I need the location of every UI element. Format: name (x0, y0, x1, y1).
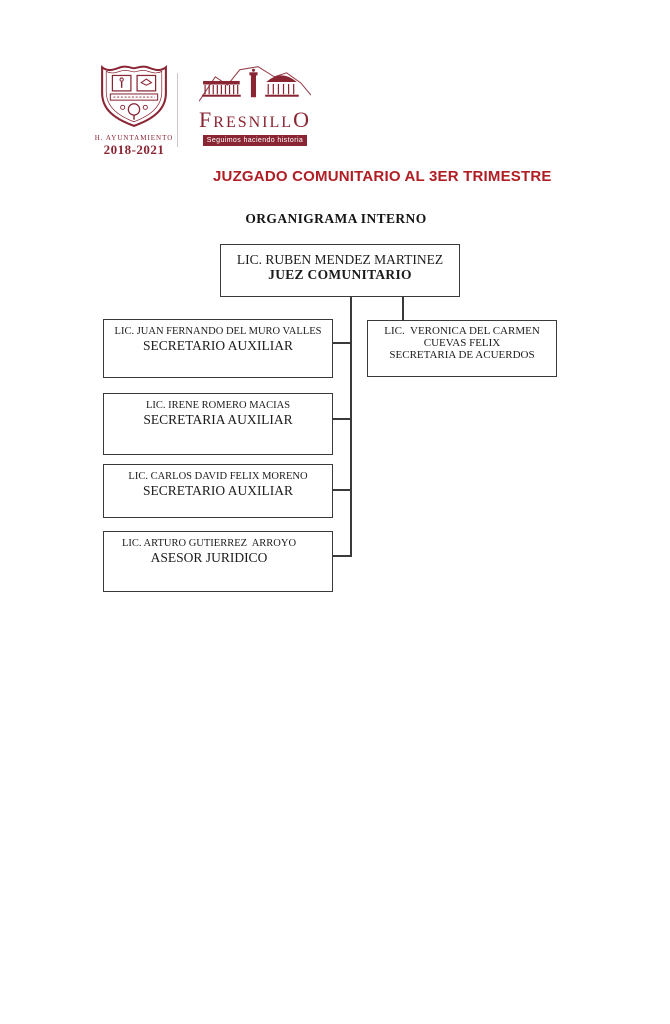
fresnillo-wordmark: FRESNILLO (186, 109, 324, 134)
person-role: SECRETARIA DE ACUERDOS (389, 348, 535, 361)
org-box-asesor-juridico: LIC. ARTURO GUTIERREZ ARROYO ASESOR JURI… (103, 531, 333, 592)
fresnillo-tagline-banner: Seguimos haciendo historia (203, 135, 307, 146)
crest-shield-icon (101, 65, 167, 127)
person-role: JUEZ COMUNITARIO (268, 267, 412, 282)
person-role: SECRETARIO AUXILIAR (142, 338, 294, 353)
org-box-secretaria-auxiliar-2: LIC. IRENE ROMERO MACIAS SECRETARIA AUXI… (103, 393, 333, 455)
person-name: LIC. JUAN FERNANDO DEL MURO VALLES (114, 326, 322, 337)
connector-stub-3 (333, 489, 352, 491)
person-role: ASESOR JURIDICO (150, 550, 268, 565)
logo-divider (177, 73, 178, 147)
org-box-secretaria-de-acuerdos: LIC. VERONICA DEL CARMEN CUEVAS FELIX SE… (367, 320, 557, 377)
wordmark-first-letter: F (199, 107, 214, 132)
person-role: SECRETARIO AUXILIAR (142, 483, 294, 498)
org-box-secretario-auxiliar-1: LIC. JUAN FERNANDO DEL MURO VALLES SECRE… (103, 319, 333, 378)
person-name: LIC. ARTURO GUTIERREZ ARROYO (121, 538, 297, 549)
wordmark-last-letter: O (293, 107, 311, 132)
connector-drop-right (402, 296, 404, 321)
person-name-line2: CUEVAS FELIX (423, 336, 501, 349)
person-name: LIC. RUBEN MENDEZ MARTINEZ (236, 252, 444, 267)
crest-years: 2018-2021 (103, 142, 165, 157)
org-chart-title: ORGANIGRAMA INTERNO (245, 211, 427, 226)
connector-spine (350, 296, 352, 557)
org-box-juez-comunitario: LIC. RUBEN MENDEZ MARTINEZ JUEZ COMUNITA… (220, 244, 460, 297)
connector-stub-1 (333, 342, 352, 344)
fresnillo-monuments-icon (198, 66, 312, 102)
connector-stub-4 (333, 555, 352, 557)
org-box-secretario-auxiliar-3: LIC. CARLOS DAVID FELIX MORENO SECRETARI… (103, 464, 333, 518)
wordmark-middle: RESNILL (213, 114, 294, 131)
person-name: LIC. CARLOS DAVID FELIX MORENO (128, 471, 308, 482)
fresnillo-logo: FRESNILLO Seguimos haciendo historia (186, 64, 324, 146)
person-name-line1: LIC. VERONICA DEL CARMEN (384, 325, 540, 337)
crest-caption: H. AYUNTAMIENTO (94, 134, 174, 142)
page-title: JUZGADO COMUNITARIO AL 3ER TRIMESTRE (213, 168, 552, 185)
municipal-crest-logo: H. AYUNTAMIENTO 2018-2021 (94, 62, 174, 158)
connector-stub-2 (333, 418, 352, 420)
person-role: SECRETARIA AUXILIAR (143, 412, 293, 427)
person-name: LIC. IRENE ROMERO MACIAS (145, 400, 291, 411)
